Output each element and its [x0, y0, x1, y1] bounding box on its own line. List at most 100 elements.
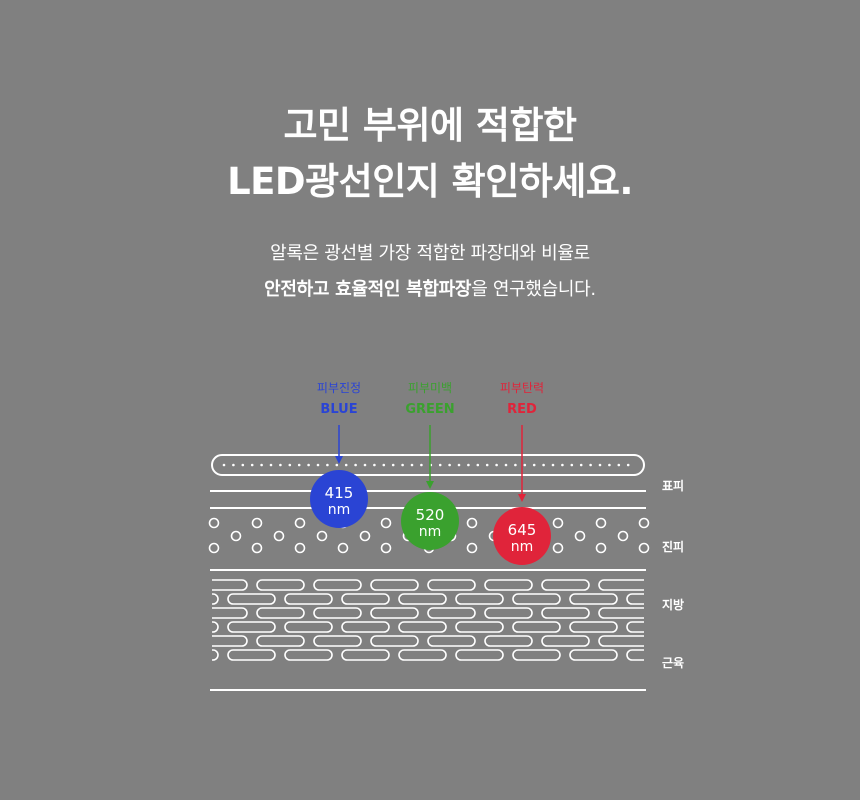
wavelength-circle [310, 470, 368, 528]
surface-dot [326, 463, 329, 467]
fat-cell [598, 579, 644, 591]
fat-cell [341, 621, 390, 633]
surface-dot [589, 463, 592, 467]
wavelength-unit: nm [419, 524, 442, 540]
fat-cell [569, 649, 618, 661]
fat-cell [484, 579, 533, 591]
surface-dot [495, 463, 498, 467]
surface-dot [608, 463, 611, 467]
fat-cell [398, 621, 447, 633]
wavelength-color-name: BLUE [320, 402, 357, 417]
surface-dot [467, 463, 470, 467]
fat-cell [370, 635, 419, 647]
dermis-cell [638, 517, 650, 529]
headline-line-1: 고민 부위에 적합한 [283, 104, 577, 147]
dermis-cell [617, 530, 629, 542]
fat-cell [341, 649, 390, 661]
headline: 고민 부위에 적합한 LED광선인지 확인하세요. [0, 98, 860, 210]
surface-dot [382, 463, 386, 467]
surface-dot [523, 463, 527, 467]
wavelength-color-name: RED [507, 402, 537, 417]
surface-dot [250, 463, 254, 467]
fat-cell [227, 621, 276, 633]
dermis-cell [273, 530, 285, 542]
wavelength-value: 645 [508, 521, 537, 539]
fat-cell [370, 607, 419, 619]
fat-cell [455, 593, 504, 605]
surface-dot [363, 463, 367, 467]
fat-cell [427, 607, 476, 619]
surface-dot [476, 463, 480, 467]
wavelength-unit: nm [328, 502, 351, 518]
surface-dot [241, 463, 245, 467]
surface-dot [288, 463, 292, 467]
surface-dot [561, 463, 564, 467]
dermis-cell [208, 517, 220, 529]
layer-label-epidermis: 표피 [662, 478, 684, 493]
surface-dot [279, 463, 282, 467]
fat-cell [212, 621, 219, 633]
fat-cell [212, 635, 248, 647]
dermis-cell [380, 517, 392, 529]
fat-cell [541, 635, 590, 647]
fat-cell [256, 607, 305, 619]
surface-dot [354, 463, 357, 467]
dermis-cell [337, 542, 349, 554]
fat-cell [569, 593, 618, 605]
fat-cell [398, 593, 447, 605]
fat-cell [484, 607, 533, 619]
epidermis-surface [211, 454, 645, 476]
dermis-cell [251, 517, 263, 529]
fat-cell [569, 621, 618, 633]
fat-cell [284, 621, 333, 633]
wavelength-effect-label: 피부미백 [408, 381, 452, 395]
fat-cell [512, 593, 561, 605]
fat-cell [284, 649, 333, 661]
surface-dot [316, 463, 320, 467]
surface-dot [297, 463, 301, 467]
dermis-cell [552, 517, 564, 529]
wavelength-arrow-head [426, 481, 434, 489]
layer-label-muscle: 근육 [662, 655, 684, 670]
surface-dot [448, 463, 451, 467]
surface-dot [410, 463, 414, 467]
dermis-cell [294, 542, 306, 554]
fat-cell [455, 649, 504, 661]
surface-dot [269, 463, 273, 467]
fat-cell [313, 607, 362, 619]
fat-cell [512, 649, 561, 661]
fat-cell [212, 593, 219, 605]
surface-dot [626, 463, 630, 467]
fat-cell [598, 607, 644, 619]
fat-cell [313, 579, 362, 591]
wavelength-effect-label: 피부진정 [317, 381, 361, 395]
surface-dot [485, 463, 489, 467]
surface-dot [532, 463, 536, 467]
surface-dot [514, 463, 517, 467]
wavelength-unit: nm [511, 539, 534, 555]
layer-label-dermis: 진피 [662, 539, 684, 554]
fat-cell [284, 593, 333, 605]
surface-dot [457, 463, 461, 467]
surface-dot [570, 463, 574, 467]
dermis-cell [595, 517, 607, 529]
surface-dot [598, 463, 602, 467]
fat-cell [455, 621, 504, 633]
fat-cell [541, 579, 590, 591]
dermis-cell [574, 530, 586, 542]
dermis-cell [230, 530, 242, 542]
fat-cell [227, 649, 276, 661]
wavelength-color-name: GREEN [405, 402, 454, 417]
dermis-cell [251, 542, 263, 554]
fat-cell [212, 607, 248, 619]
layer-label-fat: 지방 [662, 597, 684, 612]
surface-dot [438, 463, 442, 467]
surface-dot [551, 463, 555, 467]
dermis-cell [552, 542, 564, 554]
dermis-cell [466, 542, 478, 554]
surface-dot [335, 463, 339, 467]
